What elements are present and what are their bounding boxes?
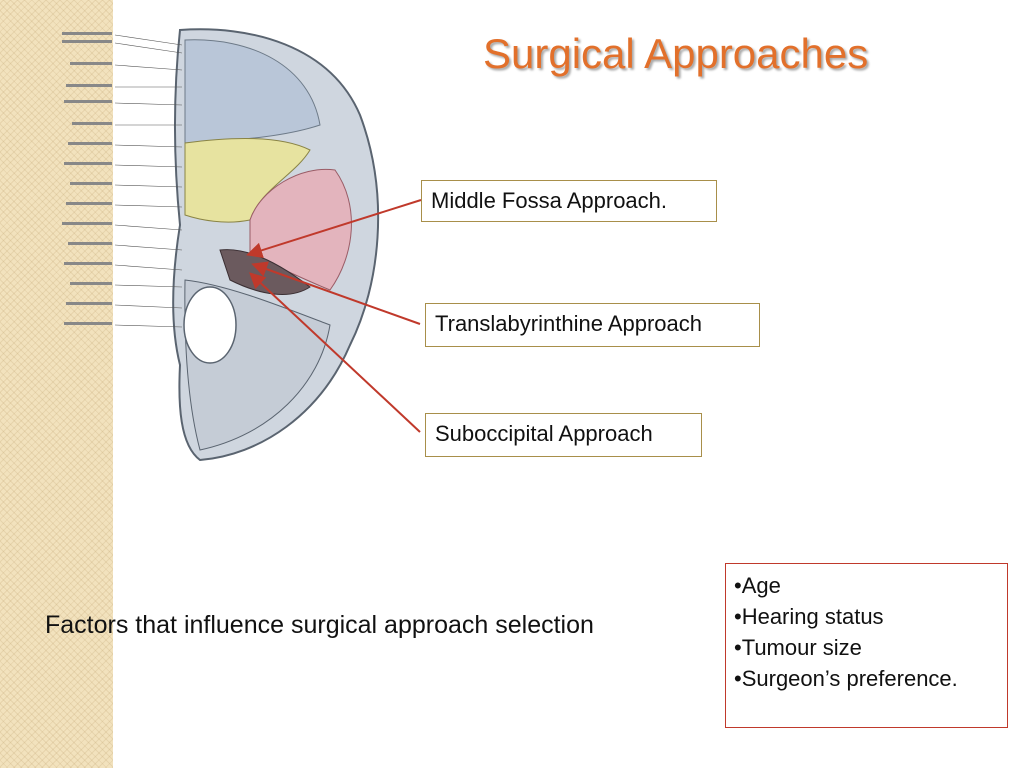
factor-item-age: •Age: [734, 573, 781, 598]
foramen-magnum: [183, 286, 237, 364]
callout-suboccipital: Suboccipital Approach: [425, 413, 702, 457]
factors-box: •Age •Hearing status •Tumour size •Surge…: [725, 563, 1008, 728]
factors-list: •Age •Hearing status •Tumour size •Surge…: [734, 570, 1007, 694]
factor-item-surgeon-preference: •Surgeon’s preference.: [734, 666, 958, 691]
factors-label: Factors that influence surgical approach…: [45, 611, 594, 639]
slide-title: Surgical Approaches: [483, 30, 869, 77]
callout-translabyrinthine: Translabyrinthine Approach: [425, 303, 760, 347]
callout-middle-fossa: Middle Fossa Approach.: [421, 180, 717, 222]
skull-base-diagram: [62, 28, 380, 462]
factor-item-tumour-size: •Tumour size: [734, 635, 862, 660]
decorative-side-strip: [0, 0, 113, 768]
sphenoid-region: [184, 138, 311, 223]
factor-item-hearing: •Hearing status: [734, 604, 884, 629]
